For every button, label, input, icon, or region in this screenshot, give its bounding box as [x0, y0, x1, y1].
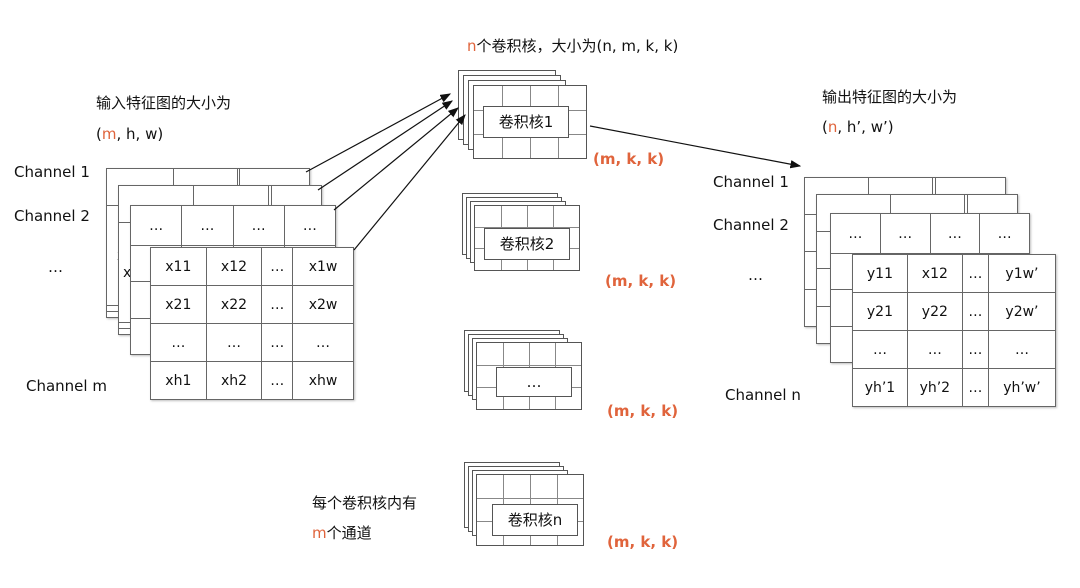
kernels-title: n个卷积核，大小为(n, m, k, k) [467, 37, 679, 55]
output-cell: y11 [852, 254, 908, 293]
input-cell: … [261, 247, 294, 286]
input-cell: … [205, 323, 263, 362]
input-to-kernel-arrow-2 [317, 100, 453, 191]
input-dots-cell: … [232, 205, 285, 246]
output-cell: x12 [906, 254, 963, 293]
input-cell: … [261, 323, 294, 362]
output-channel-n-label: Channel n [725, 386, 801, 404]
input-cell: xhw [292, 361, 354, 400]
output-cell: … [961, 254, 989, 293]
kernel-1-size: (m, k, k) [593, 150, 665, 168]
kernel-n-label: 卷积核n [492, 504, 578, 536]
output-cell: … [906, 330, 963, 369]
kernel-1-label: 卷积核1 [483, 106, 569, 138]
output-size: (n, h’, w’) [822, 118, 894, 136]
kernel-n-size: (m, k, k) [607, 533, 679, 551]
output-cell: yh’w’ [987, 368, 1057, 407]
input-dots-cell: … [181, 205, 234, 246]
input-channel-2-label: Channel 2 [14, 207, 90, 225]
input-channel-m-label: Channel m [26, 377, 107, 395]
input-channel-1-label: Channel 1 [14, 163, 90, 181]
output-size-n: n [827, 118, 838, 136]
input-size: (m, h, w) [96, 125, 164, 143]
kernel-n: 卷积核n [464, 462, 584, 550]
kernel-ellipsis: … [464, 330, 584, 412]
input-cell: x2w [292, 285, 354, 324]
input-to-kernel-arrow-4 [353, 114, 466, 251]
kernel-ellipsis-label: … [496, 367, 572, 397]
kernel-note-line2: m个通道 [312, 524, 372, 542]
kernel-note-m: m [312, 524, 327, 542]
output-dots-cell: … [879, 213, 931, 254]
output-layer-front: y11 x12 … y1w’ y21 y22 … y2w’ … … … … yh… [852, 254, 1057, 407]
output-dots-cell: … [929, 213, 981, 254]
input-size-m: m [101, 125, 117, 143]
output-channel-1-label: Channel 1 [713, 173, 789, 191]
input-cell: xh2 [205, 361, 263, 400]
output-title: 输出特征图的大小为 [822, 88, 958, 106]
input-to-kernel-arrow-3 [333, 107, 459, 211]
input-cell: … [292, 323, 354, 362]
input-cell: x1w [292, 247, 354, 286]
kernel-1: 卷积核1 [458, 70, 588, 160]
input-cell: x22 [205, 285, 263, 324]
kernel-note-line1: 每个卷积核内有 [312, 494, 418, 512]
output-cell: … [961, 330, 989, 369]
kernel-to-output-arrow [589, 125, 802, 169]
output-cell: yh’2 [906, 368, 963, 407]
output-cell: yh’1 [852, 368, 908, 407]
input-cell: x11 [150, 247, 207, 286]
input-to-kernel-arrow-1 [305, 93, 452, 173]
input-channel-ellipsis: … [48, 258, 63, 276]
kernel-2: 卷积核2 [462, 193, 582, 273]
kernel-2-size: (m, k, k) [605, 272, 677, 290]
output-channel-ellipsis: … [748, 266, 763, 284]
input-title: 输入特征图的大小为 [96, 94, 232, 112]
output-cell: … [852, 330, 908, 369]
output-dots-cell: … [830, 213, 881, 254]
input-cell: … [261, 361, 294, 400]
output-channel-2-label: Channel 2 [713, 216, 789, 234]
input-cell: x12 [205, 247, 263, 286]
kernel-2-label: 卷积核2 [484, 228, 570, 260]
input-dots-cell: … [283, 205, 337, 246]
output-cell: … [961, 292, 989, 331]
output-dots-cell: … [979, 213, 1030, 254]
kernels-title-n: n [467, 37, 477, 55]
output-cell: y21 [852, 292, 908, 331]
output-cell: y2w’ [987, 292, 1057, 331]
input-layer-front: x11 x12 … x1w x21 x22 … x2w … … … … xh1 … [150, 247, 354, 400]
kernel-ellipsis-size: (m, k, k) [607, 402, 679, 420]
input-cell: xh1 [150, 361, 207, 400]
output-cell: … [961, 368, 989, 407]
